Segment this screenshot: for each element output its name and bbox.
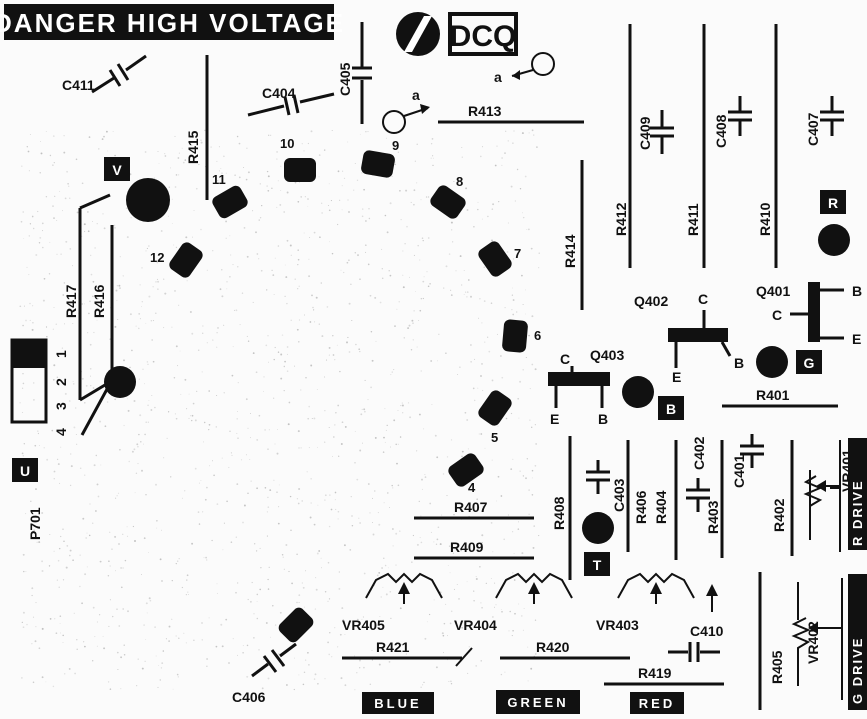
- pin-4-label: 4: [468, 480, 476, 495]
- r417-label: R417: [63, 284, 79, 318]
- q402-body: [668, 328, 728, 342]
- r421-label: R421: [376, 639, 410, 655]
- r413-label: R413: [468, 103, 502, 119]
- warning-banner-text: DANGER HIGH VOLTAGE: [0, 8, 345, 38]
- r410-label: R410: [757, 202, 773, 236]
- pin-6-label: 6: [534, 328, 541, 343]
- pin-10-label: 10: [280, 136, 294, 151]
- p701-label: P701: [27, 507, 43, 540]
- q401-e: E: [852, 331, 861, 347]
- g-drive-label: G DRIVE: [850, 637, 865, 704]
- manufacturer-logo: [396, 12, 440, 56]
- c408-label: C408: [713, 114, 729, 148]
- r402-label: R402: [771, 498, 787, 532]
- c402-label: C402: [691, 436, 707, 470]
- r416-label: R416: [91, 284, 107, 318]
- q402-label: Q402: [634, 293, 668, 309]
- test-point-b: [622, 376, 654, 408]
- tp-r-label: R: [828, 195, 838, 211]
- p701-pin-4: 4: [53, 428, 69, 436]
- r420-label: R420: [536, 639, 570, 655]
- p701-pin-1: 1: [53, 350, 69, 358]
- test-point-r416: [104, 366, 136, 398]
- paper-speckle: [19, 129, 540, 691]
- p701-pin-3: 3: [53, 402, 69, 410]
- q403-c: C: [560, 351, 570, 367]
- q401-c: C: [772, 307, 782, 323]
- r412-label: R412: [613, 202, 629, 236]
- tp-u-label: U: [20, 463, 30, 479]
- test-point-t: [582, 512, 614, 544]
- r404-label: R404: [653, 490, 669, 524]
- tp-g-label: G: [804, 355, 815, 371]
- vr404-label: VR404: [454, 617, 497, 633]
- r414-label: R414: [562, 234, 578, 268]
- q403-body: [548, 372, 610, 386]
- test-point-a-top: [531, 52, 555, 76]
- vr403-body: [617, 572, 695, 599]
- tp-b-label: B: [666, 401, 676, 417]
- c409-label: C409: [637, 116, 653, 150]
- r408-label: R408: [551, 496, 567, 530]
- blue-tag: BLUE: [374, 696, 421, 711]
- vr405-label: VR405: [342, 617, 385, 633]
- q403-e: E: [550, 411, 559, 427]
- green-tag: GREEN: [507, 695, 568, 710]
- r411-label: R411: [685, 203, 701, 236]
- tp-v-label: V: [112, 162, 122, 178]
- r406-label: R406: [633, 490, 649, 524]
- arrow-label-a-mid: a: [412, 87, 420, 103]
- warning-banner-bg: [4, 4, 334, 40]
- c404-label: C404: [262, 85, 296, 101]
- q401-body: [808, 282, 820, 342]
- c401-label: C401: [731, 454, 747, 488]
- red-tag: RED: [639, 696, 675, 711]
- q401-label: Q401: [756, 283, 790, 299]
- r403-label: R403: [705, 500, 721, 534]
- test-point-a-mid: [382, 110, 406, 134]
- pin-7-label: 7: [514, 246, 521, 261]
- q403-b: B: [598, 411, 608, 427]
- arrow-label-a-top: a: [494, 69, 502, 85]
- r415-label: R415: [185, 130, 201, 164]
- q401-b: B: [852, 283, 862, 299]
- tp-t-label: T: [593, 557, 602, 573]
- vr403-label: VR403: [596, 617, 639, 633]
- r405-label: R405: [769, 650, 785, 684]
- r-drive-label: R DRIVE: [850, 479, 865, 546]
- r419-label: R419: [638, 665, 672, 681]
- dcq-label: DCQ: [450, 20, 517, 53]
- c407-label: C407: [805, 112, 821, 146]
- test-point-r: [818, 224, 850, 256]
- q402-c: C: [698, 291, 708, 307]
- q403-label: Q403: [590, 347, 624, 363]
- vr402-label: VR402: [805, 621, 821, 664]
- test-point-g: [756, 346, 788, 378]
- c406-label: C406: [232, 689, 266, 705]
- c410-label: C410: [690, 623, 724, 639]
- vr405-body: [365, 572, 443, 599]
- q402-e: E: [672, 369, 681, 385]
- r401-label: R401: [756, 387, 790, 403]
- test-point-v: [126, 178, 170, 222]
- vr404-body: [495, 572, 573, 599]
- q402-b: B: [734, 355, 744, 371]
- pin-5-label: 5: [491, 430, 498, 445]
- pin-8-label: 8: [456, 174, 463, 189]
- c405-label: C405: [337, 62, 353, 96]
- p701-pin-2: 2: [53, 378, 69, 386]
- pin-11-label: 11: [212, 172, 226, 187]
- dcq-box: [448, 12, 518, 56]
- pin-12-label: 12: [150, 250, 164, 265]
- r409-label: R409: [450, 539, 484, 555]
- c411-label: C411: [62, 77, 95, 93]
- r407-label: R407: [454, 499, 488, 515]
- c403-label: C403: [611, 478, 627, 512]
- pin-9-label: 9: [392, 138, 399, 153]
